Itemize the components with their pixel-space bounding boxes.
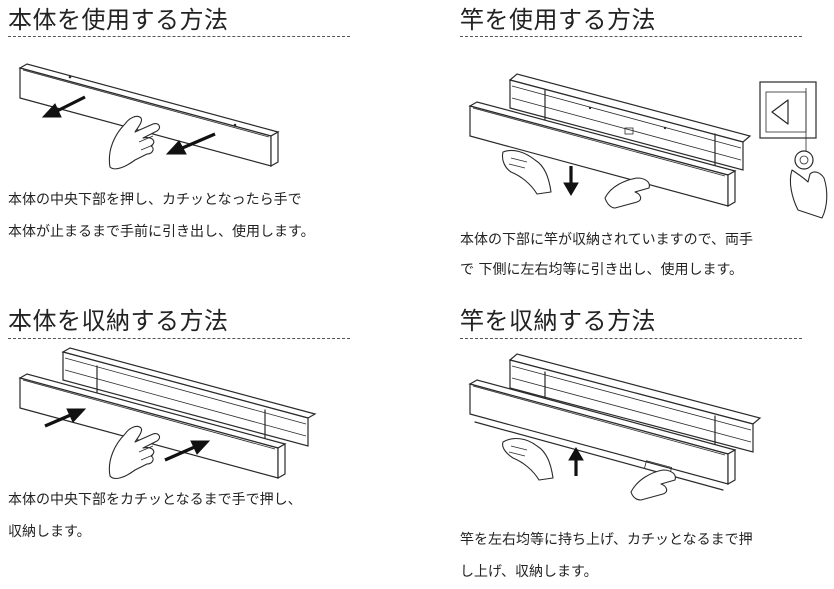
desc-use-body-line1: 本体の中央下部を押し、カチッとなったら手で <box>8 192 302 208</box>
illustration-push-body <box>18 347 317 480</box>
illustration-push-pole <box>468 353 762 501</box>
arrow-left-icon <box>165 132 216 155</box>
hand-icon <box>502 437 554 481</box>
heading-rule <box>8 338 350 339</box>
hand-icon <box>604 177 650 209</box>
hand-icon <box>630 469 676 501</box>
desc-use-body-line2: 本体が止まるまで手前に引き出し、使用します。 <box>8 224 315 240</box>
hand-icon <box>108 115 161 170</box>
desc-store-pole-line1: 竿を左右均等に持ち上げ、カチッとなるまで押 <box>460 532 753 548</box>
illustration-pull-pole <box>468 73 752 209</box>
heading-store-body: 本体を収納する方法 <box>8 307 229 335</box>
arrow-right-icon <box>44 408 87 428</box>
desc-store-pole-line2: し上げ、収納します。 <box>460 564 598 580</box>
desc-store-body-line1: 本体の中央下部をカチッとなるまで手で押し、 <box>8 492 302 508</box>
desc-use-pole-line2: で 下側に左右均等に引き出し、使用します。 <box>460 262 744 278</box>
hand-icon <box>789 169 828 219</box>
arrow-left-icon <box>41 95 86 118</box>
heading-store-pole: 竿を収納する方法 <box>460 307 656 335</box>
heading-rule <box>8 36 350 37</box>
arrow-up-icon <box>568 447 584 476</box>
illustration-pull-body <box>18 63 280 170</box>
hand-icon <box>501 149 552 195</box>
heading-use-body: 本体を使用する方法 <box>8 6 229 34</box>
heading-use-pole: 竿を使用する方法 <box>460 6 656 34</box>
illustration-detail-inset <box>759 81 828 219</box>
desc-use-pole-line1: 本体の下部に竿が収納されていますので、両手 <box>460 232 754 248</box>
arrow-right-icon <box>164 440 211 462</box>
heading-rule <box>460 338 802 339</box>
heading-rule <box>460 36 802 37</box>
desc-store-body-line2: 収納します。 <box>8 524 91 540</box>
hand-icon <box>108 425 161 479</box>
arrow-down-icon <box>563 166 579 196</box>
